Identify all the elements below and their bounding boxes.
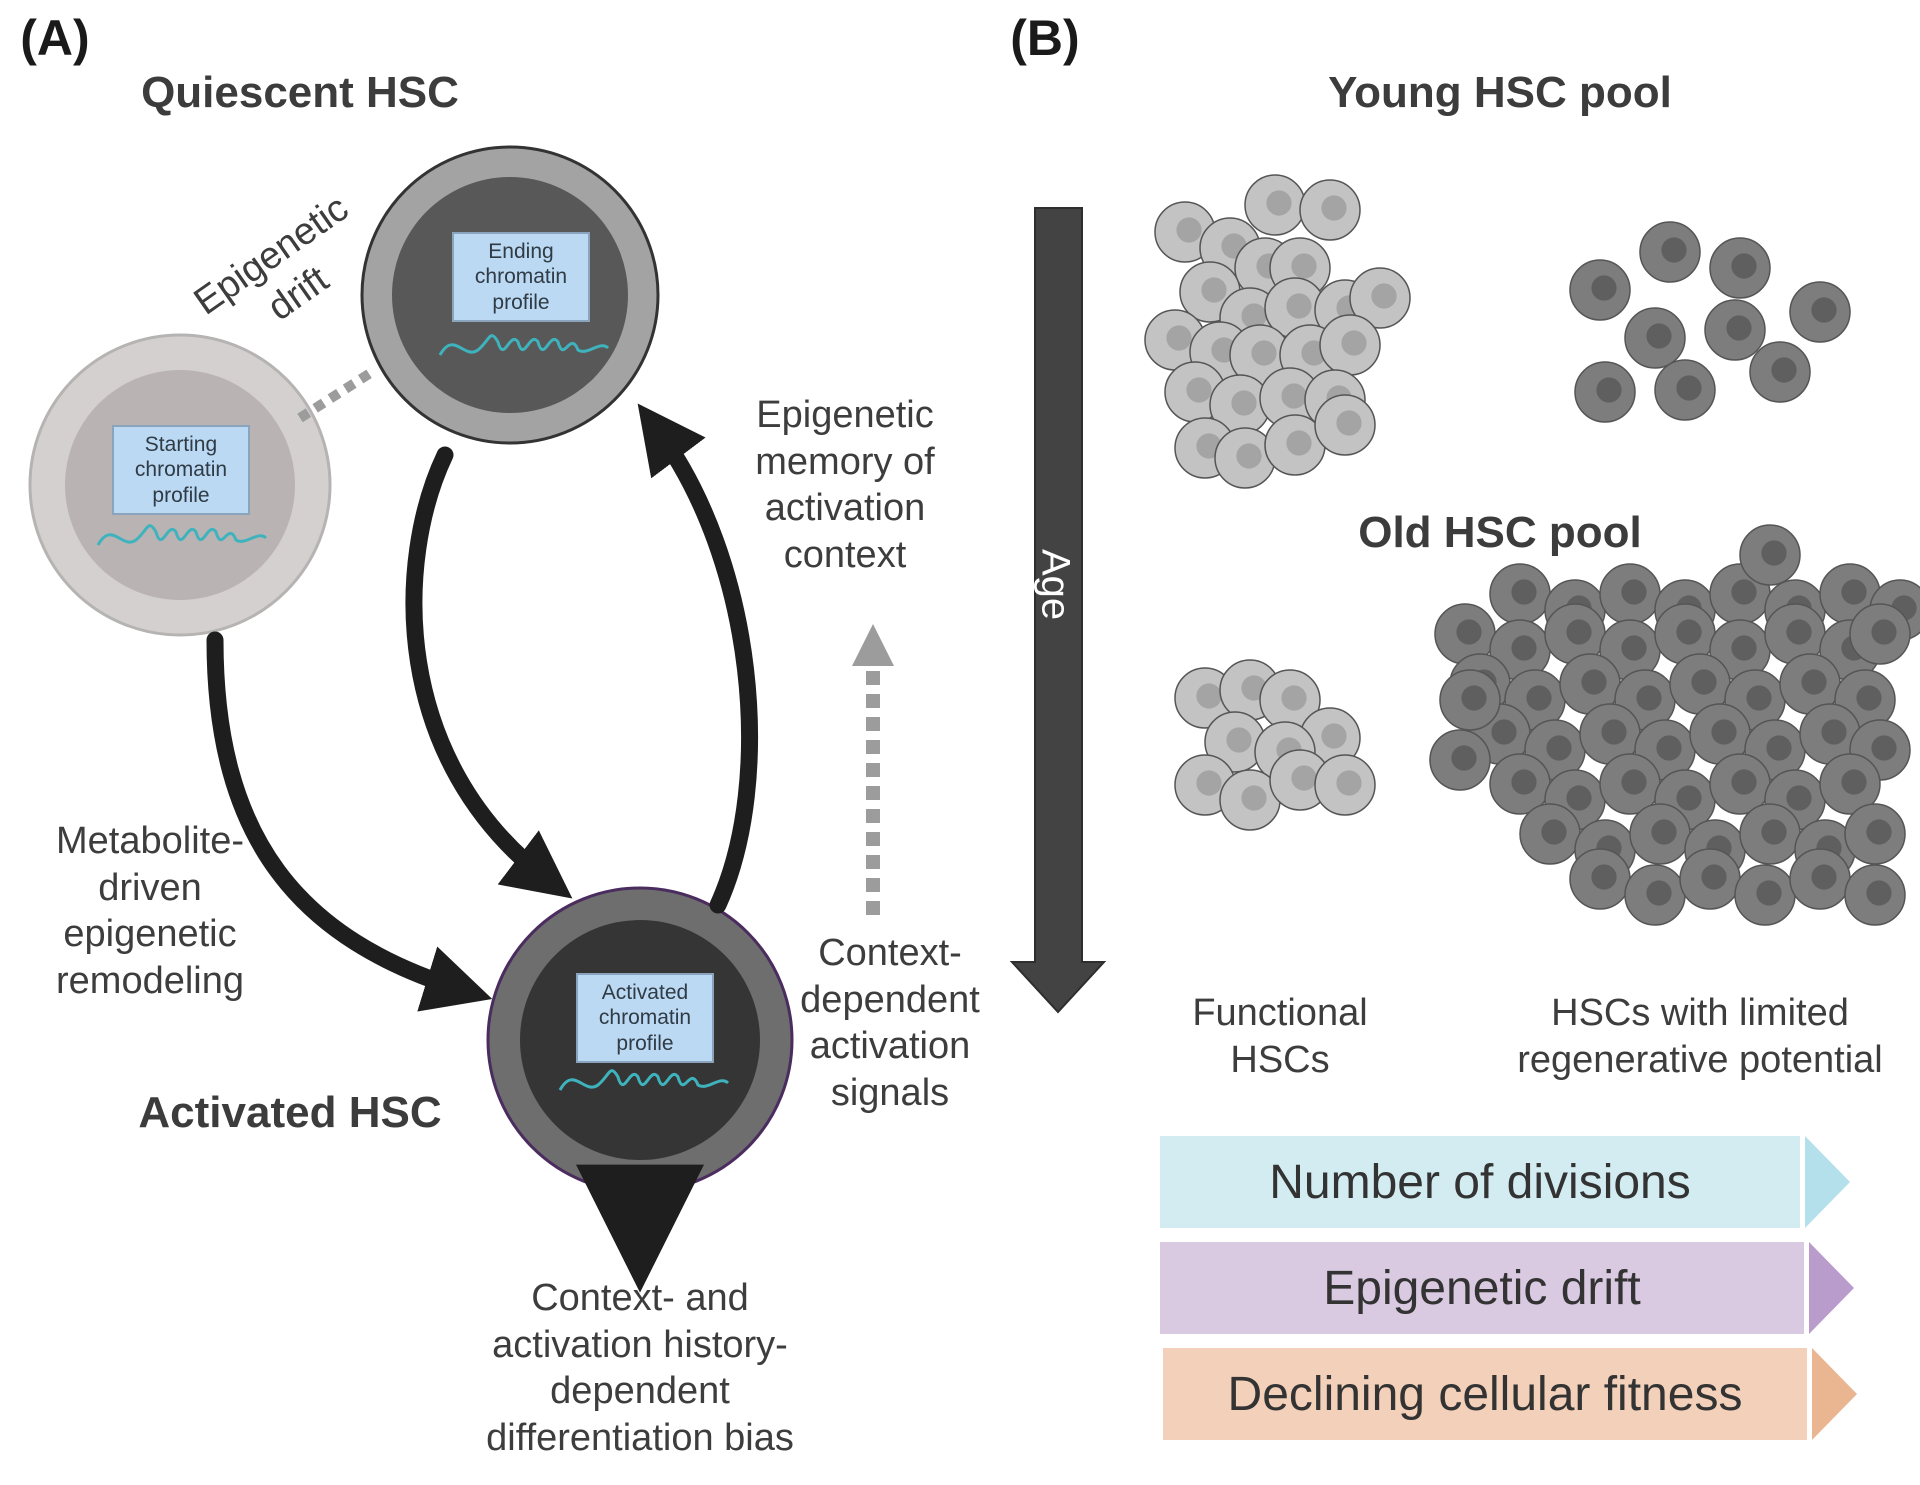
band-label: Number of divisions xyxy=(1269,1155,1691,1209)
hsc-cell xyxy=(1489,619,1551,681)
metabolite-remodeling-label: Metabolite- driven epigenetic remodeling xyxy=(56,820,244,1003)
band-arrow-tip xyxy=(1809,1242,1854,1334)
hsc-cell xyxy=(1319,314,1381,376)
hsc-cell xyxy=(1599,753,1661,815)
hsc-cell xyxy=(1259,367,1321,429)
hsc-cell xyxy=(1429,729,1491,791)
chromatin-coil-activated xyxy=(558,1069,730,1091)
hsc-cell xyxy=(1624,864,1686,926)
hsc-cell xyxy=(1439,669,1501,731)
age-bar xyxy=(1009,207,1107,1014)
context-signals-label: Context- dependent activation signals xyxy=(800,932,980,1115)
epigenetic-memory-label: Epigenetic memory of activation context xyxy=(755,394,935,577)
hsc-cell xyxy=(1789,281,1851,343)
hsc-cell xyxy=(1639,221,1701,283)
hsc-cell xyxy=(1174,667,1236,729)
young-functional-cluster xyxy=(1144,174,1411,489)
hsc-cell xyxy=(1679,848,1741,910)
hsc-cell xyxy=(1629,803,1691,865)
hsc-cell xyxy=(1654,359,1716,421)
hsc-cell xyxy=(1259,669,1321,731)
hsc-cell xyxy=(1244,174,1306,236)
activated-hsc-title: Activated HSC xyxy=(138,1088,442,1137)
age-label: Age xyxy=(1033,549,1078,621)
arrow-activated-to-quiescent xyxy=(637,403,758,914)
band-bar xyxy=(1163,1348,1807,1440)
young-limited-cluster xyxy=(1569,221,1851,423)
hsc-cell xyxy=(1734,864,1796,926)
functional-hscs-label: Functional HSCs xyxy=(1192,992,1368,1081)
hsc-cell xyxy=(1789,848,1851,910)
hsc-cell xyxy=(1849,603,1911,665)
differentiation-bias-label: Context- and activation history- depende… xyxy=(486,1277,794,1460)
chromatin-coil-ending xyxy=(438,334,610,356)
arrow-quiescent-to-activated xyxy=(405,446,573,899)
panel-b-label: (B) xyxy=(1010,10,1080,66)
hsc-cell xyxy=(1779,653,1841,715)
band-bar xyxy=(1160,1136,1800,1228)
hsc-cell xyxy=(1214,427,1276,489)
quiescent-hsc-title: Quiescent HSC xyxy=(141,68,459,117)
hsc-cell xyxy=(1229,324,1291,386)
old-functional-cluster xyxy=(1174,659,1376,831)
hsc-cell xyxy=(1709,753,1771,815)
limited-hscs-label: HSCs with limited regenerative potential xyxy=(1517,992,1883,1081)
band-declining-fitness: Declining cellular fitness xyxy=(1163,1348,1857,1440)
hsc-cell xyxy=(1599,563,1661,625)
hsc-cell xyxy=(1599,619,1661,681)
hsc-cell xyxy=(1709,237,1771,299)
hsc-cell xyxy=(1264,277,1326,339)
hsc-cell xyxy=(1799,703,1861,765)
chromatin-coil-starting xyxy=(96,524,268,546)
band-label: Declining cellular fitness xyxy=(1227,1367,1743,1421)
hsc-cell xyxy=(1314,754,1376,816)
band-epigenetic-drift: Epigenetic drift xyxy=(1160,1242,1854,1334)
hsc-cell xyxy=(1314,394,1376,456)
band-number-of-divisions: Number of divisions xyxy=(1160,1136,1850,1228)
hsc-cell xyxy=(1489,563,1551,625)
hsc-cell xyxy=(1559,653,1621,715)
hsc-cell xyxy=(1299,179,1361,241)
starting-chromatin-profile: Starting chromatin profile xyxy=(112,425,250,515)
hsc-cell xyxy=(1704,299,1766,361)
hsc-cell xyxy=(1574,361,1636,423)
panel-a-label: (A) xyxy=(20,10,90,66)
epigenetic-drift-link xyxy=(297,365,378,423)
hsc-cell xyxy=(1844,864,1906,926)
hsc-cell xyxy=(1819,753,1881,815)
hsc-cell xyxy=(1739,803,1801,865)
hsc-cell xyxy=(1569,259,1631,321)
band-bar xyxy=(1160,1242,1804,1334)
arrow-starting-to-activated xyxy=(206,631,493,1012)
hsc-cell xyxy=(1749,341,1811,403)
band-label: Epigenetic drift xyxy=(1323,1261,1641,1315)
hsc-cell xyxy=(1569,848,1631,910)
ending-chromatin-profile: Ending chromatin profile xyxy=(452,232,590,322)
hsc-cell xyxy=(1349,267,1411,329)
old-pool-title: Old HSC pool xyxy=(1358,508,1642,557)
hsc-cell xyxy=(1689,703,1751,765)
hsc-cell xyxy=(1624,307,1686,369)
hsc-cell xyxy=(1434,603,1496,665)
hsc-cell xyxy=(1844,803,1906,865)
young-pool-title: Young HSC pool xyxy=(1328,68,1672,117)
hsc-cell xyxy=(1519,803,1581,865)
band-arrow-tip xyxy=(1805,1136,1850,1228)
activated-chromatin-profile: Activated chromatin profile xyxy=(576,973,714,1063)
old-limited-cluster xyxy=(1429,524,1920,926)
hsc-cell xyxy=(1204,711,1266,773)
hsc-cell xyxy=(1654,603,1716,665)
hsc-cell xyxy=(1739,524,1801,586)
band-arrow-tip xyxy=(1812,1348,1857,1440)
